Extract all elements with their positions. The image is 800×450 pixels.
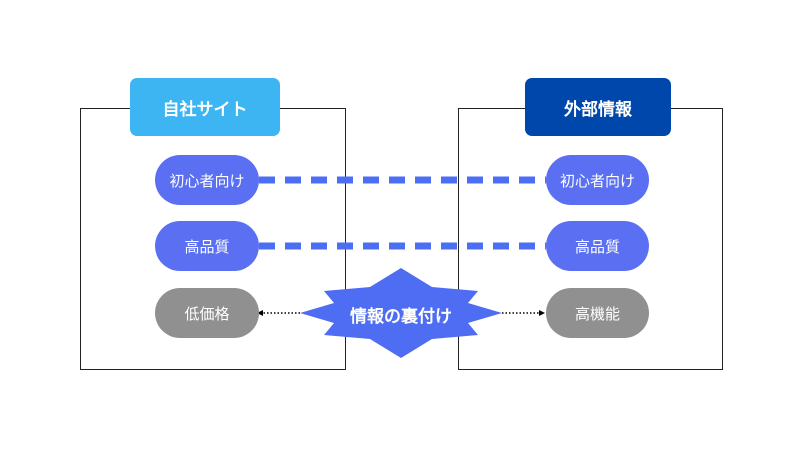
center-label: 情報の裏付け [350, 306, 452, 327]
left-item-beginner: 初心者向け [155, 155, 259, 205]
right-item-beginner: 初心者向け [546, 155, 649, 205]
right-item-quality: 高品質 [546, 221, 649, 271]
left-header: 自社サイト [130, 78, 280, 136]
left-item-low-price: 低価格 [155, 288, 259, 338]
right-header: 外部情報 [525, 78, 671, 136]
right-item-high-function: 高機能 [546, 288, 649, 338]
left-item-quality: 高品質 [155, 221, 259, 271]
